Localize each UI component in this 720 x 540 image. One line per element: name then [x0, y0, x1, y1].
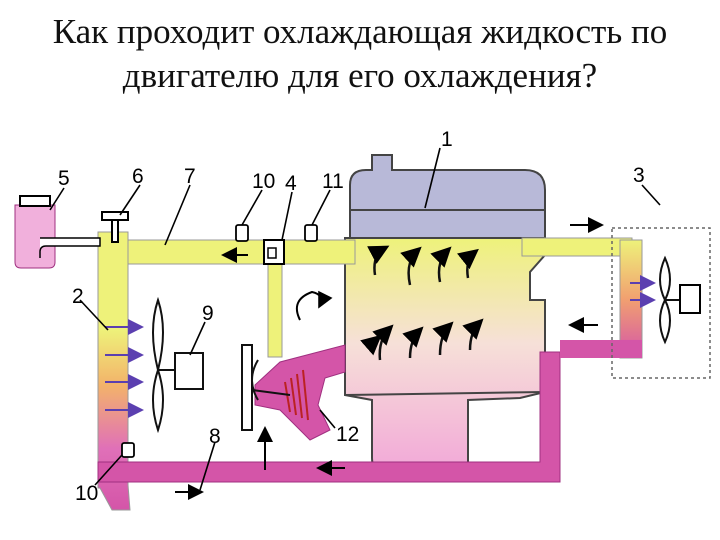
label-12: 12 — [336, 423, 359, 446]
label-8: 8 — [209, 425, 221, 448]
heater-return-pipe — [521, 237, 633, 257]
fan-icon — [152, 296, 204, 434]
radiator — [97, 231, 131, 511]
slide-title: Как проходит охлаждающая жидкость по дви… — [0, 10, 720, 98]
temperature-sensor-icon — [121, 224, 318, 458]
title-line-1: Как проходит охлаждающая жидкость по — [52, 12, 668, 51]
callout-leaders — [49, 147, 661, 491]
label-1: 1 — [441, 128, 453, 151]
radiator-cap-icon — [101, 211, 129, 243]
lower-hose — [97, 351, 561, 483]
label-7: 7 — [184, 165, 196, 188]
label-10-top: 10 — [252, 170, 275, 193]
title-line-2: двигателю для его охлаждения? — [122, 56, 598, 95]
heater-air-arrows — [630, 275, 656, 308]
radiator-air-arrows — [105, 319, 144, 418]
label-6: 6 — [132, 165, 144, 188]
pulley-icon — [241, 344, 291, 431]
heater-box — [611, 227, 711, 379]
engine-flow-arrows — [360, 245, 484, 361]
label-5: 5 — [58, 167, 70, 190]
heater-fan-icon — [659, 255, 701, 345]
label-9: 9 — [202, 302, 214, 325]
label-3: 3 — [633, 164, 645, 187]
thermostat-valve — [267, 247, 277, 259]
label-4: 4 — [285, 172, 297, 195]
flow-arrows — [175, 217, 604, 500]
heater-return-line — [560, 340, 642, 358]
water-pump-impeller-icon — [284, 369, 309, 421]
pump-outlet-pipe — [267, 261, 283, 358]
label-10-bottom: 10 — [75, 482, 98, 505]
upper-hose — [99, 239, 356, 265]
label-11: 11 — [322, 170, 344, 193]
label-2: 2 — [72, 285, 84, 308]
block-bottom-line — [344, 391, 546, 396]
expansion-tank-icon — [14, 195, 101, 269]
cylinder-head — [349, 154, 546, 239]
